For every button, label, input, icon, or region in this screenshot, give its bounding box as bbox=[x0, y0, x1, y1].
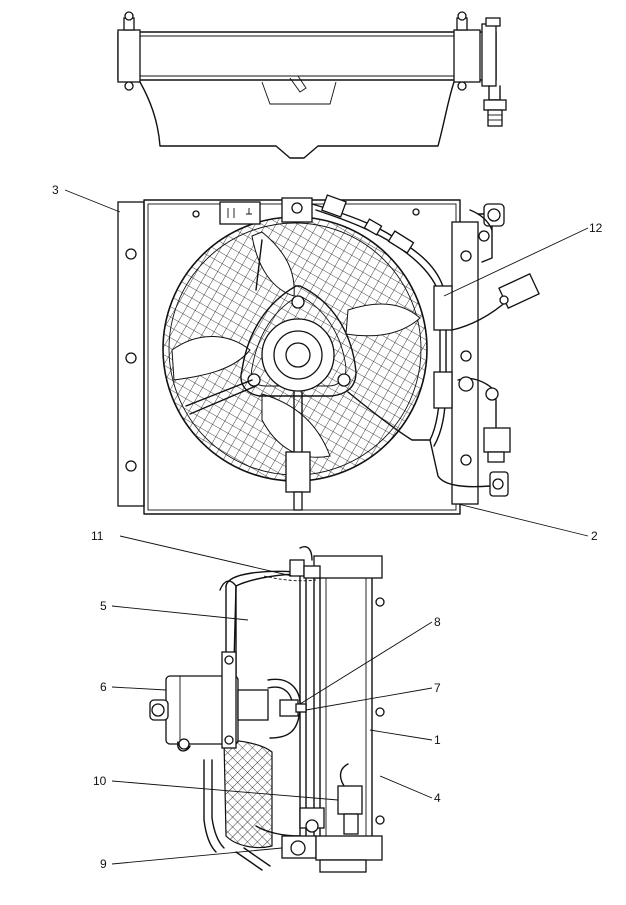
callout-9: 9 bbox=[100, 857, 107, 871]
fan-blade-bottom bbox=[261, 393, 331, 458]
side-view bbox=[149, 546, 385, 873]
callout-12: 12 bbox=[589, 221, 603, 235]
callout-11: 11 bbox=[91, 529, 104, 543]
front-view bbox=[117, 194, 540, 515]
callout-1: 1 bbox=[434, 733, 441, 747]
callout-6: 6 bbox=[100, 680, 107, 694]
fan-blade-top bbox=[251, 231, 295, 297]
motor-mount-bracket bbox=[240, 285, 357, 397]
fan-blade-right bbox=[345, 303, 421, 337]
callout-10: 10 bbox=[93, 774, 107, 788]
callout-2: 2 bbox=[591, 529, 598, 543]
callout-3: 3 bbox=[52, 183, 59, 197]
callout-labels: 3 12 2 11 5 8 6 7 1 10 4 9 bbox=[52, 183, 603, 871]
callout-leaders bbox=[64, 189, 589, 865]
callout-5: 5 bbox=[100, 599, 107, 613]
top-view bbox=[117, 11, 507, 159]
callout-8: 8 bbox=[434, 615, 441, 629]
callout-4: 4 bbox=[434, 791, 441, 805]
fan-blade-left bbox=[171, 336, 251, 381]
callout-7: 7 bbox=[434, 681, 441, 695]
top-bolt-right bbox=[456, 11, 468, 31]
side-guard-mesh bbox=[223, 739, 273, 849]
top-bolt-left bbox=[123, 11, 135, 31]
